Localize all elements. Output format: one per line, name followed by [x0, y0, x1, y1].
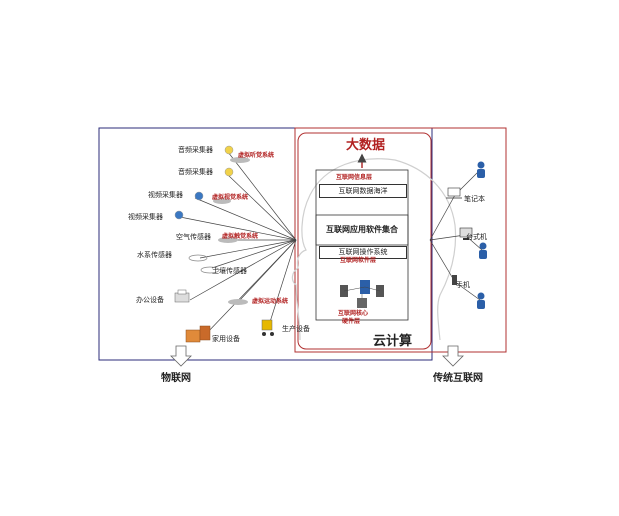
- virtual-vision-label: 虚拟视觉系统: [212, 194, 249, 201]
- iot-connection-lines: [179, 151, 297, 336]
- sensor-water-label: 水系传感器: [137, 251, 172, 259]
- internet-connection-lines: [429, 169, 483, 301]
- brain-software-layer-label: 互联网软件层: [340, 257, 377, 264]
- brain-os-box: 互联网操作系统: [319, 246, 407, 259]
- iot-section-label: 物联网: [161, 373, 191, 384]
- sensor-production-label: 生产设备: [282, 325, 310, 333]
- sensor-icons: [174, 145, 274, 343]
- sensor-audio1-label: 音频采集器: [178, 146, 213, 154]
- virtual-touch-label: 虚拟触觉系统: [222, 233, 259, 240]
- head-silhouette: [291, 158, 457, 341]
- bigdata-label: 大数据: [346, 138, 386, 153]
- sensor-audio2-label: 音频采集器: [178, 168, 213, 176]
- motor-ellipse: [228, 299, 248, 305]
- hearing-ellipse: [230, 157, 250, 163]
- server-icons: [340, 280, 384, 308]
- device-desktop-label: 台式机: [466, 233, 487, 241]
- brain-os-label: 互联网操作系统: [338, 248, 388, 256]
- brain-core-label: 互联网核心: [338, 310, 369, 317]
- sensor-office-label: 办公设备: [136, 296, 164, 304]
- device-phone-label: 手机: [456, 281, 470, 289]
- sensor-video1-label: 视频采集器: [148, 191, 183, 199]
- bottom-arrows: [170, 345, 464, 367]
- software-set-frame: [315, 214, 409, 246]
- water-ellipse: [188, 254, 208, 262]
- brain-info-layer-label: 互联网信息层: [336, 174, 373, 181]
- virtual-hearing-label: 虚拟听觉系统: [238, 152, 275, 159]
- cloud-label: 云计算: [373, 334, 413, 349]
- device-icons: [446, 187, 473, 285]
- soil-ellipse: [200, 266, 220, 274]
- device-laptop-label: 笔记本: [464, 195, 485, 203]
- internet-section-label: 传统互联网: [433, 373, 483, 384]
- sensor-soil-label: 土壤传感器: [212, 267, 247, 275]
- brain-software-set-label: 互联网应用软件集合: [326, 224, 398, 234]
- sensor-air-label: 空气传感器: [176, 233, 211, 241]
- touch-ellipse: [218, 237, 238, 243]
- user-icons: [477, 161, 487, 309]
- brain-data-center-box: 互联网数据海洋: [319, 184, 407, 198]
- virtual-motor-label: 虚拟运动系统: [252, 298, 289, 305]
- vision-ellipse: [213, 198, 231, 204]
- sensor-home-label: 家用设备: [212, 335, 240, 343]
- sensor-video2-label: 视频采集器: [128, 213, 163, 221]
- brain-data-center-label: 互联网数据海洋: [338, 187, 388, 195]
- brain-hardware-label: 硬件层: [342, 318, 361, 325]
